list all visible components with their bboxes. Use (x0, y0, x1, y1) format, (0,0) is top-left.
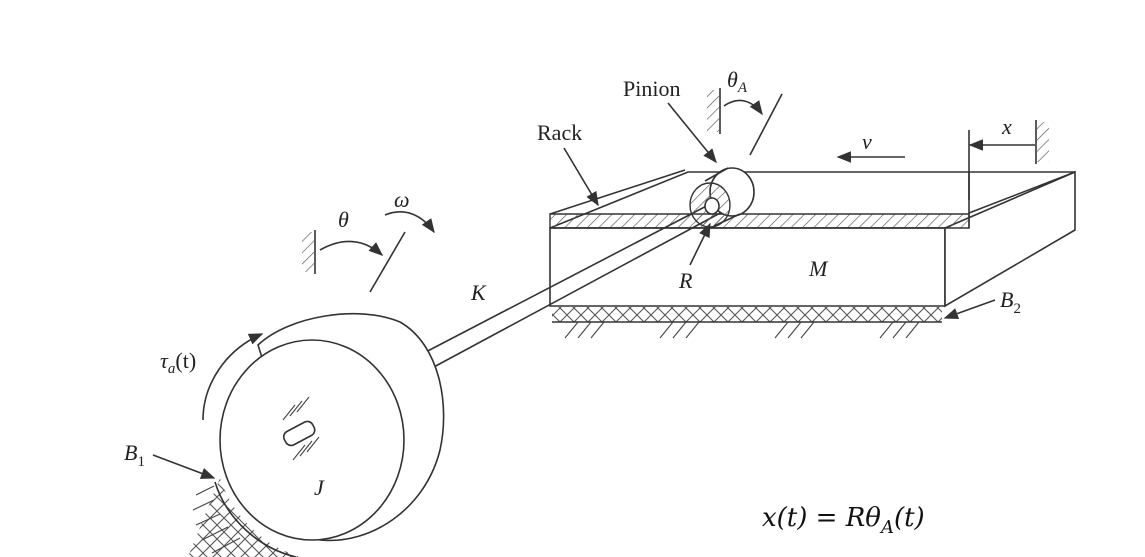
tau-label: τa(t) (160, 348, 196, 377)
tau-argument: (t) (175, 348, 196, 373)
k-label: K (470, 280, 487, 305)
equation-tail: (t) (894, 503, 925, 533)
equation-main: x(t) = Rθ (762, 503, 881, 533)
b2-label: B2 (1000, 287, 1021, 317)
theta-a-arrow (723, 99, 763, 116)
theta-a-indicator-line (749, 93, 783, 156)
rack-leader (563, 147, 599, 207)
disk-bearing (282, 396, 320, 461)
tau-subscript: a (168, 361, 176, 377)
theta-label: θ (338, 207, 349, 232)
mass-ground (552, 307, 942, 339)
kinematic-equation: x(t) = RθA(t) (762, 503, 925, 538)
pinion-gear (689, 167, 755, 228)
b2-leader (943, 299, 996, 320)
omega-arrow (384, 211, 435, 234)
m-label: M (808, 256, 829, 281)
equation-subscript: A (879, 517, 894, 538)
x-reference-wall (1035, 120, 1049, 164)
tau-symbol: τ (160, 348, 169, 373)
inertia-disk (219, 312, 445, 542)
v-label: v (862, 129, 872, 154)
pinion-leader (667, 102, 717, 164)
theta-a-subscript: A (737, 80, 748, 96)
radius-leader (689, 222, 711, 266)
theta-a-symbol: θ (727, 67, 738, 92)
torque-arrow (202, 333, 264, 421)
theta-indicator-line (369, 231, 406, 293)
shaft (419, 199, 723, 369)
b1-label: B1 (124, 440, 145, 470)
disk-ground (188, 478, 300, 557)
b1-symbol: B (124, 440, 137, 465)
pinion-label: Pinion (623, 76, 680, 101)
b1-subscript: 1 (137, 454, 145, 470)
b2-subscript: 2 (1013, 301, 1021, 317)
r-label: R (678, 268, 693, 293)
x-label: x (1001, 114, 1012, 139)
j-label: J (314, 475, 325, 500)
theta-a-label: θA (727, 67, 748, 96)
mass-block (549, 169, 1076, 308)
b2-symbol: B (1000, 287, 1013, 312)
b1-leader (152, 454, 216, 479)
omega-label: ω (394, 187, 410, 212)
theta-reference-wall (302, 230, 316, 274)
theta-arrow (319, 240, 384, 256)
theta-a-reference-wall (707, 88, 721, 134)
rack-label: Rack (537, 120, 582, 145)
